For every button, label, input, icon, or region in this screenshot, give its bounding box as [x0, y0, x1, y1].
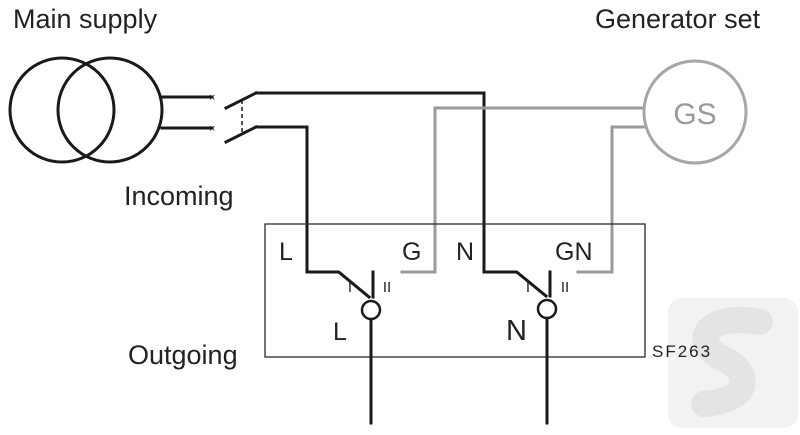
- main-supply-label: Main supply: [13, 4, 158, 34]
- incoming-label: Incoming: [124, 181, 234, 211]
- switch-l-pos-1-label: I: [348, 279, 352, 296]
- svg-text:×: ×: [209, 92, 215, 104]
- generator-icon: GS: [642, 59, 748, 165]
- switch-n-pos-2-label: II: [561, 279, 569, 296]
- switch-l-pos-2-label: II: [383, 279, 391, 296]
- main-isolator-switch: [223, 90, 259, 145]
- generator-set-label: Generator set: [595, 4, 761, 34]
- switch-enclosure: [264, 223, 646, 358]
- switch-n-pos-1-label: I: [526, 279, 530, 296]
- changeover-switch-n: [515, 270, 558, 425]
- model-number-label: SF263: [652, 342, 712, 361]
- terminal-l-label: L: [279, 238, 293, 266]
- supply-leads: × ×: [160, 92, 215, 135]
- svg-text:×: ×: [209, 123, 215, 135]
- terminal-g-label: G: [402, 238, 421, 266]
- output-l-label: L: [333, 318, 347, 346]
- mains-wiring: [254, 91, 518, 274]
- watermark-s-logo: [668, 298, 798, 428]
- changeover-switch-l: [337, 270, 382, 425]
- generator-symbol-label: GS: [673, 98, 716, 131]
- terminal-gn-label: GN: [555, 238, 593, 266]
- terminal-n-label: N: [456, 238, 474, 266]
- generator-wiring: [400, 106, 647, 274]
- output-n-label: N: [506, 315, 527, 347]
- transformer-icon: [8, 56, 164, 164]
- outgoing-label: Outgoing: [128, 340, 238, 370]
